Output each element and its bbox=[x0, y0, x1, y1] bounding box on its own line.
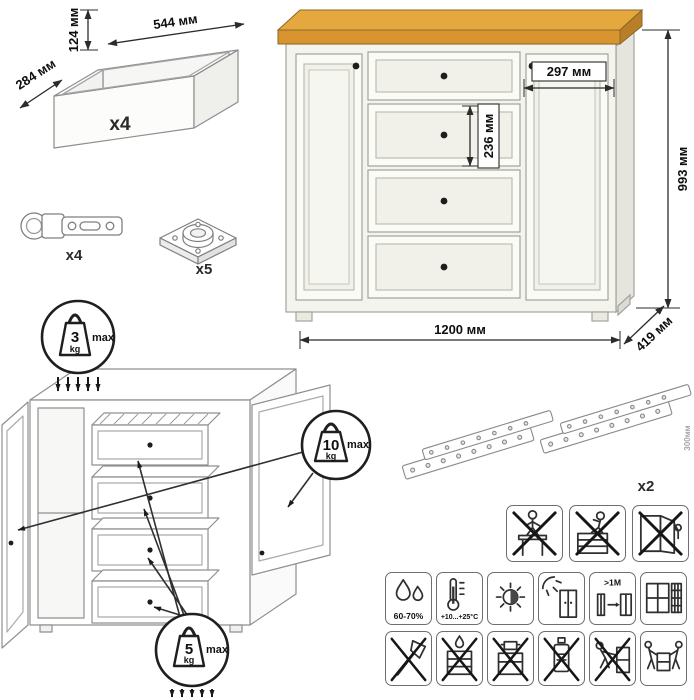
avoid-direct-sunlight-icon bbox=[538, 572, 585, 625]
hinge-count-label: x4 bbox=[66, 247, 83, 264]
height-dim: 993 мм bbox=[675, 147, 690, 192]
window-art bbox=[645, 582, 683, 614]
no-hot-objects-icon bbox=[487, 631, 534, 686]
load-top-value: 3 bbox=[71, 329, 79, 346]
leg-count-label: x5 bbox=[196, 261, 213, 278]
load-door-unit: kg bbox=[326, 451, 337, 461]
temperature-art: +10...+25°C bbox=[441, 578, 478, 621]
temperature-range-icon: +10...+25°C bbox=[436, 572, 483, 625]
drawer-box-diagram: x4 124 мм 544 мм 284 мм bbox=[13, 8, 245, 149]
no-dragging-icon bbox=[589, 631, 636, 686]
top-depth-dim: 297 мм bbox=[547, 64, 592, 79]
no-hot-art bbox=[492, 637, 529, 682]
hinge-diagram: x4 bbox=[20, 212, 123, 264]
commode-drawers bbox=[367, 51, 521, 299]
load-drawer-unit: kg bbox=[184, 655, 195, 665]
slide-rail-left bbox=[401, 410, 554, 480]
no-chopping-art bbox=[390, 637, 427, 682]
no-dragging-art bbox=[594, 637, 631, 682]
no-hanging-art bbox=[638, 511, 683, 556]
no-hanging-on-door-icon bbox=[632, 505, 689, 562]
no-solvents-icon bbox=[538, 631, 585, 686]
load-drawer-value: 5 bbox=[185, 641, 193, 658]
slides-count-label: x2 bbox=[638, 478, 655, 495]
load-drawer-max: max bbox=[206, 644, 229, 656]
load-badge-drawer: 5 kg max bbox=[154, 612, 230, 698]
slides-length-label: 300мм bbox=[683, 425, 692, 450]
load-door-value: 10 bbox=[323, 437, 340, 454]
width-dim: 1200 мм bbox=[434, 322, 486, 337]
no-chopping-impact-icon bbox=[385, 631, 432, 686]
commode-right-door bbox=[525, 53, 609, 301]
leg-plate-drawing bbox=[159, 218, 237, 265]
no-solvents-art bbox=[543, 637, 580, 682]
no-climbing-sitting-icon bbox=[569, 505, 626, 562]
load-badge-top: 3 kg max bbox=[40, 299, 116, 392]
humidity-art: 60-70% bbox=[394, 578, 424, 621]
drawer-front-dim: 236 мм bbox=[481, 114, 496, 159]
load-pointer-lines bbox=[17, 451, 314, 621]
load-badge-door: 10 kg max bbox=[300, 409, 372, 481]
carry-two-art bbox=[644, 640, 683, 672]
open-right-door-knob bbox=[259, 550, 265, 556]
no-moisture-icon bbox=[436, 631, 483, 686]
heat-distance-art: >1M bbox=[596, 578, 633, 617]
hinge-drawing bbox=[20, 212, 123, 240]
avoid-sunlight-art bbox=[541, 576, 578, 619]
no-moisture-art bbox=[441, 635, 478, 682]
ventilation-window-icon bbox=[640, 572, 687, 625]
drawer-height-dim: 124 мм bbox=[66, 8, 81, 53]
drawer2-knob bbox=[440, 131, 448, 139]
carry-with-two-people-icon bbox=[640, 631, 687, 686]
sunlight-art bbox=[495, 582, 526, 612]
open-commode-drawing bbox=[1, 368, 331, 649]
no-climbing-art bbox=[575, 511, 620, 556]
drawer3-knob bbox=[440, 197, 448, 205]
commode-top-board bbox=[276, 8, 644, 46]
load-top-max: max bbox=[92, 332, 115, 344]
temperature-label: +10...+25°C bbox=[441, 613, 478, 621]
drawer-box-drawing bbox=[53, 49, 239, 149]
open-commode-diagram: 3 kg max 10 kg max 5 kg bbox=[1, 299, 372, 698]
heat-source-distance-icon: >1M bbox=[589, 572, 636, 625]
no-standing-art bbox=[512, 510, 557, 556]
load-door-max: max bbox=[347, 439, 370, 451]
left-door-knob bbox=[352, 62, 360, 70]
commode-dimensions: 297 мм 236 мм 993 мм 1200 мм 419 мм bbox=[299, 29, 690, 354]
leg-plate-diagram: x5 bbox=[159, 218, 237, 278]
commode-front-diagram: 297 мм 236 мм 993 мм 1200 мм 419 мм bbox=[276, 8, 690, 354]
drawer-width-dim: 544 мм bbox=[152, 11, 198, 32]
no-standing-on-furniture-icon bbox=[506, 505, 563, 562]
drawer-count-label: x4 bbox=[109, 114, 131, 135]
humidity-label: 60-70% bbox=[394, 611, 424, 621]
drawer1-knob bbox=[440, 72, 448, 80]
open-left-door-knob bbox=[8, 540, 14, 546]
distance-label: >1M bbox=[604, 578, 621, 588]
sunlight-icon bbox=[487, 572, 534, 625]
depth-dim: 419 мм bbox=[633, 313, 676, 354]
drawer4-knob bbox=[440, 263, 448, 271]
load-top-unit: kg bbox=[70, 344, 81, 354]
slide-rail-right bbox=[539, 384, 692, 454]
humidity-range-icon: 60-70% bbox=[385, 572, 432, 625]
drawer-slides-diagram: x2 300мм bbox=[401, 384, 692, 495]
commode-left-door bbox=[295, 53, 363, 301]
